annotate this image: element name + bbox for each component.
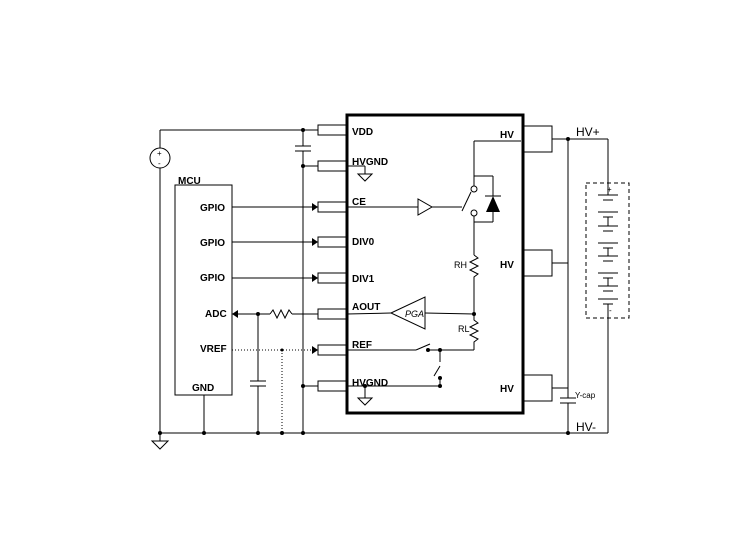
svg-text:-: - <box>609 306 612 315</box>
mcu-pin-adc: ADC <box>205 309 227 320</box>
ground-switch-icon <box>433 350 442 388</box>
mcu-title: MCU <box>178 176 201 187</box>
voltage-source-icon: + - <box>149 147 171 169</box>
ce-buffer-icon <box>417 198 434 216</box>
mcu-pin-vref: VREF <box>200 344 227 355</box>
vdd-supply-line <box>159 128 318 433</box>
pga-label: PGA <box>405 309 424 319</box>
pin-label-hv-top: HV <box>500 130 514 141</box>
svg-text:+: + <box>157 149 162 158</box>
pin-label-aout: AOUT <box>352 302 380 313</box>
ground-bus <box>158 431 608 435</box>
chip-right-pin-boxes <box>522 125 553 402</box>
resistor-rh-icon <box>468 254 480 312</box>
mcu-block <box>174 184 233 396</box>
hv-plus-label: HV+ <box>576 125 600 139</box>
pin-label-div1: DIV1 <box>352 274 375 285</box>
ground-icon <box>347 384 440 406</box>
pin-label-hvgnd-top: HVGND <box>352 157 388 168</box>
mcu-pin-gpio-1: GPIO <box>200 203 225 214</box>
diode-icon <box>485 195 501 212</box>
ground-icon <box>347 165 374 182</box>
battery-icon: + - <box>598 183 618 318</box>
rl-label: RL <box>458 324 470 334</box>
pin-label-vdd: VDD <box>352 127 373 138</box>
pin-label-ref: REF <box>352 340 372 351</box>
pin-label-ce: CE <box>352 197 366 208</box>
pin-label-hvgnd-bottom: HVGND <box>352 378 388 389</box>
mcu-pin-gnd: GND <box>192 383 214 394</box>
hv-switch-icon <box>461 140 521 255</box>
hv-minus-label: HV- <box>576 420 596 434</box>
mcu-pin-gpio-3: GPIO <box>200 273 225 284</box>
mcu-pin-gpio-2: GPIO <box>200 238 225 249</box>
hv-bus <box>552 137 609 433</box>
pin-label-hv-bottom: HV <box>500 384 514 395</box>
pin-label-div0: DIV0 <box>352 237 375 248</box>
gpio-connections <box>232 203 318 282</box>
ycap-capacitor-icon <box>560 397 576 433</box>
rh-label: RH <box>454 260 467 270</box>
chip-left-pin-boxes <box>317 124 348 392</box>
resistor-rl-icon <box>468 314 480 350</box>
vref-connection <box>232 346 318 433</box>
pin-label-hv-middle: HV <box>500 260 514 271</box>
ground-icon <box>150 433 170 450</box>
adc-connection <box>232 308 318 433</box>
svg-text:-: - <box>158 159 161 168</box>
ycap-label: Y-cap <box>575 391 596 400</box>
ref-switch-icon <box>347 343 474 352</box>
svg-text:+: + <box>607 185 612 194</box>
